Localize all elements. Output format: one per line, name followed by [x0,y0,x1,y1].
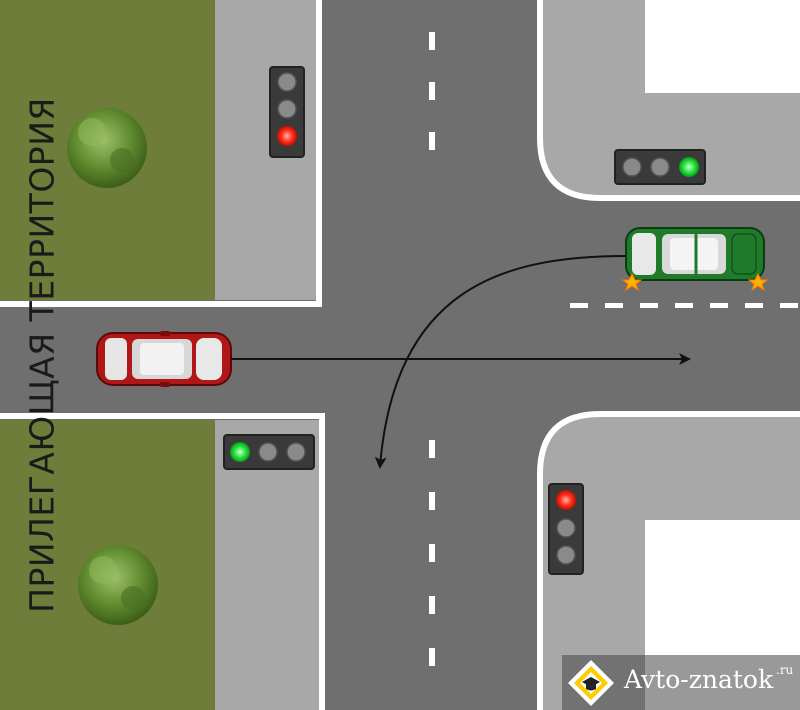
adjacent-territory-text: ПРИЛЕГАЮЩАЯ ТЕРРИТОРИЯ [22,97,62,613]
hazard-light-icon [747,272,769,292]
logo-icon [568,660,614,706]
watermark-text: Avto-znatok [624,665,774,694]
green-signal-icon [230,442,250,462]
top-right-block [537,0,800,201]
left-turn-arrow [374,255,627,469]
red-signal-icon [556,490,576,510]
watermark-suffix: .ru [776,663,794,677]
center-lane-markings [429,32,435,666]
bush-top [67,108,147,188]
green-car [621,227,769,292]
red-car [96,331,232,387]
bush-bottom [78,545,158,625]
green-signal-icon [679,157,699,177]
right-lane-markings [570,303,798,308]
traffic-light-bottom-right [548,483,584,575]
hazard-light-icon [621,272,643,292]
traffic-light-bottom-left [223,434,315,470]
traffic-light-top-left [269,66,305,158]
red-signal-icon [277,126,297,146]
traffic-light-top-right [614,149,706,185]
